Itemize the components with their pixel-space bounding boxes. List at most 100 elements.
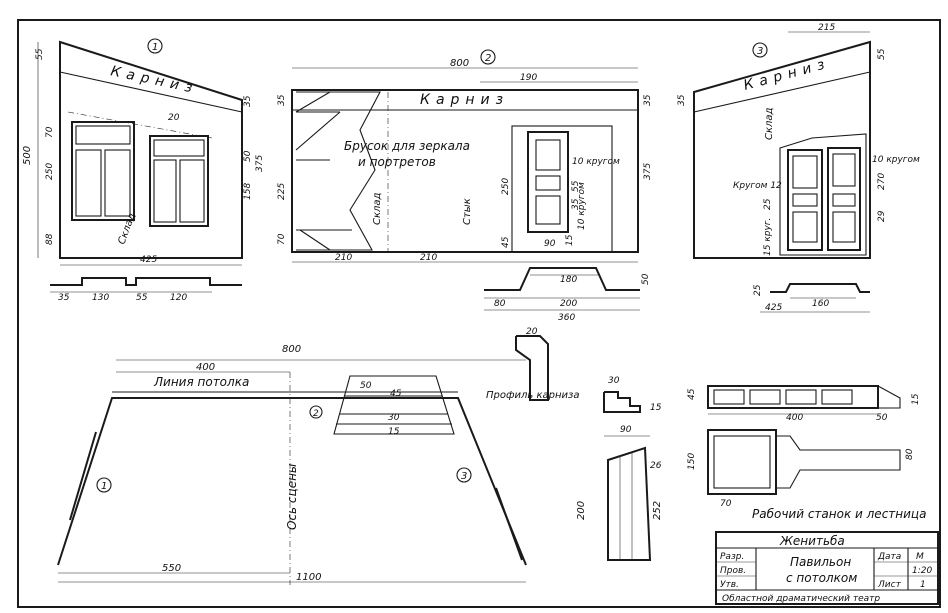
- title-play: Женитьба: [779, 534, 845, 548]
- view-2-plan-80: 80: [494, 299, 506, 309]
- view-1-plan-130: 130: [92, 293, 109, 303]
- view-3-cornice-label: Карниз: [742, 55, 832, 94]
- view-2-dim-800: 800: [450, 58, 469, 69]
- view-1-plan-35: 35: [58, 293, 70, 303]
- view-2-dim-70: 70: [277, 233, 287, 245]
- view-3-dim-425: 425: [765, 303, 782, 313]
- view-3-dim-35: 35: [677, 94, 687, 106]
- title-row-1: Разр.: [720, 552, 744, 562]
- sheet-frame: [17, 19, 941, 608]
- plan-step-50: 50: [360, 381, 372, 391]
- title-name-1: Павильон: [790, 555, 851, 569]
- plan-stage-axis-label: Ось сцены: [285, 464, 299, 530]
- view-3-right-wall: 3 Карниз Склад Кругом 12 10 кругом 15 кр…: [677, 23, 920, 313]
- view-1-dim-20: 20: [168, 113, 180, 123]
- view-2-dim-375: 375: [643, 163, 653, 180]
- plan-marker-2: 2: [313, 409, 319, 419]
- view-2-bar-label-2: и портретов: [358, 155, 436, 169]
- view-1-dim-375: 375: [255, 155, 265, 172]
- view-2-dim-35: 35: [277, 94, 287, 106]
- view-2-number: 2: [485, 53, 491, 64]
- cornice-profile: 20 Профиль карниза: [486, 327, 580, 401]
- view-3-dim-55: 55: [877, 48, 887, 60]
- title-row-3: Утв.: [720, 580, 739, 590]
- view-2-plan-180: 180: [560, 275, 577, 285]
- view-2-round-label: 10 кругом: [572, 157, 620, 167]
- view-3-round10-label: 10 кругом: [872, 155, 920, 165]
- view-2-bar-label: Брусок для зеркала: [344, 139, 470, 153]
- view-1-dim-425: 425: [140, 255, 157, 265]
- platform-dim-45: 45: [687, 388, 697, 400]
- title-row-2: Пров.: [720, 566, 746, 576]
- view-2-dim-55: 55: [571, 180, 581, 192]
- view-2-round-label-2: 10 кругом: [577, 182, 587, 230]
- view-1-dim-55: 55: [35, 48, 45, 60]
- view-2-plan-200: 200: [560, 299, 577, 309]
- plan-marker-1: 1: [101, 481, 107, 492]
- view-2-dim-35b: 35: [643, 94, 653, 106]
- cornice-profile-label: Профиль карниза: [486, 390, 580, 401]
- platform-dim-15: 15: [911, 393, 921, 405]
- platform-dim-400: 400: [786, 413, 803, 423]
- view-1-dim-70: 70: [45, 126, 55, 138]
- view-1-plan-120: 120: [170, 293, 187, 303]
- plan-ceiling-line-label: Линия потолка: [153, 375, 249, 389]
- view-2-joint-label: Стык: [462, 198, 473, 225]
- platform-dim-70: 70: [720, 499, 732, 509]
- platform-dim-50: 50: [876, 413, 888, 423]
- view-2-dim-45: 45: [501, 236, 511, 248]
- view-2-dim-15: 15: [565, 234, 575, 246]
- view-1-dim-35: 35: [243, 95, 253, 107]
- view-2-dim-210b: 210: [420, 253, 437, 263]
- plan-step-30: 30: [388, 413, 400, 423]
- view-3-number: 3: [757, 46, 763, 57]
- stair-dim-90: 90: [620, 425, 632, 435]
- title-name-2: с потолком: [786, 571, 857, 585]
- stair-dim-30: 30: [608, 376, 620, 386]
- view-2-middle-wall: 2 Карниз Брусок для зеркала и портретов …: [277, 49, 653, 323]
- view-2-dim-210a: 210: [335, 253, 352, 263]
- view-1-fold-label: Склад: [116, 212, 137, 246]
- stair-dim-26: 26: [650, 461, 662, 471]
- view-1-plan-55: 55: [136, 293, 148, 303]
- view-3-round15-label: 15 круг.: [763, 218, 773, 256]
- view-3-fold-label: Склад: [764, 107, 775, 140]
- plan-marker-3: 3: [461, 471, 467, 482]
- view-3-dim-29: 29: [877, 210, 887, 222]
- view-3-round12-label: Кругом 12: [733, 181, 782, 191]
- stair-details: 30 15 90 26 200 252: [576, 376, 663, 561]
- platform-detail: 45 400 50 15 150 80 70 Рабочий станок и …: [687, 385, 926, 521]
- view-3-dim-215: 215: [818, 23, 835, 33]
- view-1-dim-88: 88: [45, 233, 55, 245]
- title-sheet-number: 1: [920, 580, 926, 590]
- view-2-dim-225: 225: [277, 183, 287, 200]
- view-1-left-wall: 1 Карниз Склад 55 500 70 250 88 20 35 50…: [22, 38, 265, 303]
- title-scale-header: М: [916, 552, 924, 562]
- stair-dim-15: 15: [650, 403, 662, 413]
- title-sheet-header: Лист: [877, 580, 902, 590]
- plan-dim-550: 550: [162, 563, 181, 574]
- plan-dim-800: 800: [282, 344, 301, 355]
- plan-step-15: 15: [388, 427, 400, 437]
- pavilion-plan: 800 400 Линия потолка Ось сцены 50 45 30…: [57, 344, 527, 585]
- view-1-dim-250: 250: [45, 163, 55, 180]
- view-3-plan-160: 160: [812, 299, 829, 309]
- stair-dim-200: 200: [576, 501, 587, 520]
- plan-dim-1100: 1100: [296, 572, 321, 583]
- platform-dim-150: 150: [687, 453, 697, 470]
- title-organization: Областной драматический театр: [722, 594, 880, 604]
- view-2-dim-190: 190: [520, 73, 537, 83]
- title-date-header: Дата: [877, 552, 901, 562]
- plan-dim-400: 400: [196, 362, 215, 373]
- view-2-plan-50: 50: [641, 273, 651, 285]
- view-1-dim-158: 158: [243, 183, 253, 200]
- view-2-plan-360: 360: [558, 313, 575, 323]
- view-1-dim-500: 500: [22, 146, 33, 165]
- platform-dim-80: 80: [905, 448, 915, 460]
- view-2-dim-250: 250: [501, 178, 511, 195]
- view-1-dim-50: 50: [243, 150, 253, 162]
- view-2-cornice-label: Карниз: [420, 92, 509, 108]
- view-2-fold-label: Склад: [372, 192, 383, 225]
